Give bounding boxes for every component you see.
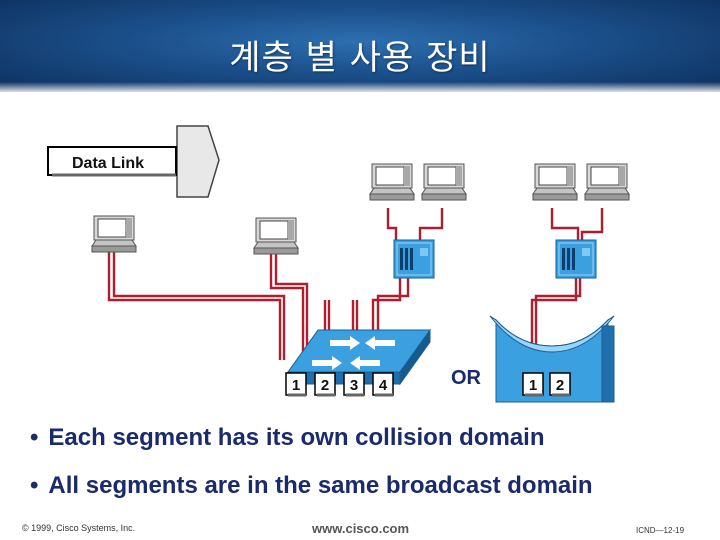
or-label: OR [451,367,482,389]
footer-page-number: ICND—12-19 [636,526,685,535]
computer-icon [253,217,299,255]
switch-ports: 1 2 3 4 [285,372,394,397]
computer-icon [532,163,578,201]
bullet-item: •All segments are in the same broadcast … [30,472,593,499]
hub-icon [393,239,435,279]
hub-icon [555,239,597,279]
bullet-item: •Each segment has its own collision doma… [30,424,545,451]
layer-tab: Data Link [47,125,220,198]
port-number: 2 [321,377,329,394]
computer-icon [584,163,630,201]
footer-website: www.cisco.com [312,521,410,536]
computer-icon [421,163,467,201]
title-banner [0,0,720,92]
computer-icon [369,163,415,201]
port-number: 3 [350,377,358,394]
network-diagram: Data Link [47,125,630,403]
footer-copyright: © 1999, Cisco Systems, Inc. [22,523,136,533]
port-number: 1 [529,377,537,394]
page-title: 계층 별 사용 장비 [229,38,491,78]
bullet-dot: • [30,472,39,499]
layer-tab-label: Data Link [72,155,144,172]
port-number: 4 [379,377,388,394]
computer-icon [91,215,137,253]
port-number: 1 [292,377,300,394]
bullet-dot: • [30,424,39,451]
port-number: 2 [556,377,564,394]
